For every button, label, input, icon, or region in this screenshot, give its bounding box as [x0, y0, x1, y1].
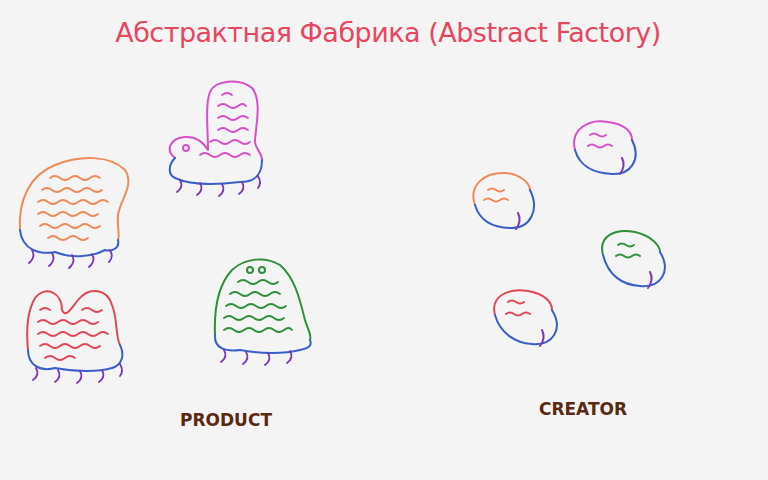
- group-label: PRODUCT: [180, 410, 272, 430]
- diagram-title: Абстрактная Фабрика (Abstract Factory): [115, 17, 661, 48]
- group-label: CREATOR: [539, 399, 627, 419]
